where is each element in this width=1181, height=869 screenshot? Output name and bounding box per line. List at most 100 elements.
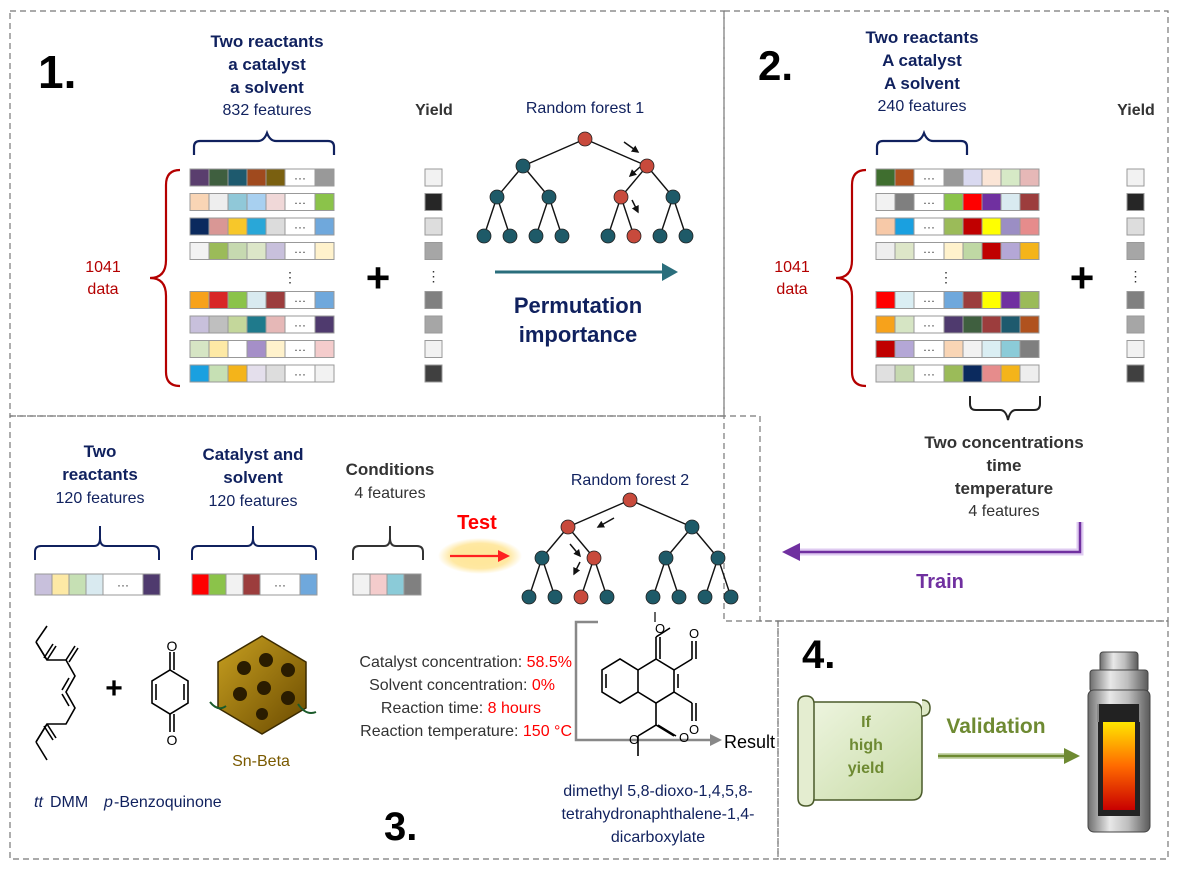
m2-cell <box>875 291 896 309</box>
m2-cell <box>894 242 915 260</box>
m1-ellipsis-text: ··· <box>294 343 306 357</box>
panel-4-frame <box>777 620 1169 860</box>
scroll-image <box>797 695 931 807</box>
m1-cell <box>227 217 248 236</box>
panel-1-header-line-3: a solvent <box>230 78 304 97</box>
condition-line-catalyst: Catalyst concentration: 58.5% <box>359 654 572 671</box>
panel-3-feature-rows: ······ <box>34 573 422 596</box>
m1-cell <box>189 291 210 309</box>
panel-1-features: 832 features <box>223 102 312 119</box>
p3-conditions-cell <box>369 573 388 596</box>
m1-cell <box>227 193 248 211</box>
m2-cell <box>1000 315 1021 334</box>
concentrations-line-1: Two concentrations <box>924 433 1083 452</box>
m2-cell <box>894 217 915 236</box>
m2-cell <box>894 193 915 211</box>
m1-cell <box>208 315 229 334</box>
m1-cell <box>208 364 229 383</box>
panel-2-header-line-2: A catalyst <box>882 51 962 70</box>
p3-reactants-cell <box>68 573 87 596</box>
forest-2-title: Random forest 2 <box>571 472 689 489</box>
product-name-line-3: dicarboxylate <box>611 829 705 846</box>
m1-cell <box>314 217 335 236</box>
p3-catalyst-cell <box>225 573 244 596</box>
m2-cell <box>943 168 964 187</box>
reactants-brace <box>34 526 160 560</box>
product-o-1: O <box>689 626 699 641</box>
catalyst-brace <box>191 526 317 560</box>
p3-catalyst-cell <box>242 573 261 596</box>
sn-beta-label: Sn-Beta <box>232 753 290 770</box>
m2-cell <box>962 291 983 309</box>
group-conditions-title: Conditions <box>346 460 435 479</box>
panel-3-plus: + <box>105 672 123 705</box>
m1-cell <box>265 168 286 187</box>
m1-cell <box>189 364 210 383</box>
product-name-line-2: tetrahydronaphthalene-1,4- <box>561 806 754 823</box>
forest2-node <box>599 589 615 605</box>
m2-cell <box>894 315 915 334</box>
p3-catalyst-cell <box>299 573 318 596</box>
m1-cell <box>246 217 267 236</box>
p2-yield-ellipsis: ⋮ <box>1129 268 1143 284</box>
panel-2-left-brace <box>835 168 867 388</box>
forest1-node <box>489 189 505 205</box>
forest2-decision-node <box>573 589 589 605</box>
m1-cell <box>208 193 229 211</box>
m1-cell <box>265 364 286 383</box>
m2-cell <box>943 364 964 383</box>
forest2-node <box>697 589 713 605</box>
panel-2-header-line-3: A solvent <box>884 74 960 93</box>
p3-catalyst-cell <box>191 573 210 596</box>
forest2-node <box>658 550 674 566</box>
panel-4: 4. If high yield Validation <box>797 633 1151 833</box>
m2-ellipsis-text: ··· <box>923 367 935 381</box>
m2-cell <box>875 193 896 211</box>
m1-cell <box>246 364 267 383</box>
test-label: Test <box>457 512 497 534</box>
conditions-brace <box>352 526 424 560</box>
forest1-node <box>541 189 557 205</box>
m2-cell <box>894 364 915 383</box>
panel-1-yield-label: Yield <box>415 102 453 119</box>
product-o-2: O <box>689 722 699 737</box>
panel-3-number: 3. <box>384 805 417 849</box>
panel-2-features: 240 features <box>878 98 967 115</box>
m1-cell <box>314 315 335 334</box>
forest2-node <box>645 589 661 605</box>
m1-cell <box>265 242 286 260</box>
p1-yield-cell <box>424 193 443 211</box>
panel-2-header-line-1: Two reactants <box>865 28 978 47</box>
panel-1-top-brace <box>192 129 336 155</box>
forest2-decision-node <box>560 519 576 535</box>
panel-2-number: 2. <box>758 42 793 89</box>
m1-ellipsis-text: ··· <box>294 220 306 234</box>
m2-cell <box>962 340 983 358</box>
forest1-path-arrow <box>631 199 639 214</box>
m2-cell <box>981 217 1002 236</box>
p1-yield-cell <box>424 340 443 358</box>
benzoquinone-o-top: O <box>167 638 178 654</box>
m1-ellipsis-text: ··· <box>294 318 306 332</box>
forest1-node <box>678 228 694 244</box>
panel-1-header-line-1: Two reactants <box>210 32 323 51</box>
m2-cell <box>1000 291 1021 309</box>
panel-1-feature-matrix: ························⋮ <box>189 168 335 383</box>
m2-cell <box>1019 291 1040 309</box>
concentrations-line-3: temperature <box>955 479 1053 498</box>
m2-cell <box>1019 217 1040 236</box>
m1-cell <box>227 340 248 358</box>
result-label: Result <box>724 732 775 752</box>
m1-cell <box>227 242 248 260</box>
m2-cell <box>981 340 1002 358</box>
p3-reactants-cell <box>34 573 53 596</box>
panel-2-yield-column: ⋮ <box>1126 168 1145 383</box>
m2-ellipsis-text: ··· <box>923 294 935 308</box>
group-reactants-line-2: reactants <box>62 465 138 484</box>
test-arrowhead <box>498 550 510 562</box>
benzoquinone-o-bottom: O <box>167 732 178 748</box>
panel-2-top-brace <box>875 129 969 155</box>
product-o-5: O <box>629 732 639 747</box>
forest1-path-arrow <box>623 141 640 153</box>
